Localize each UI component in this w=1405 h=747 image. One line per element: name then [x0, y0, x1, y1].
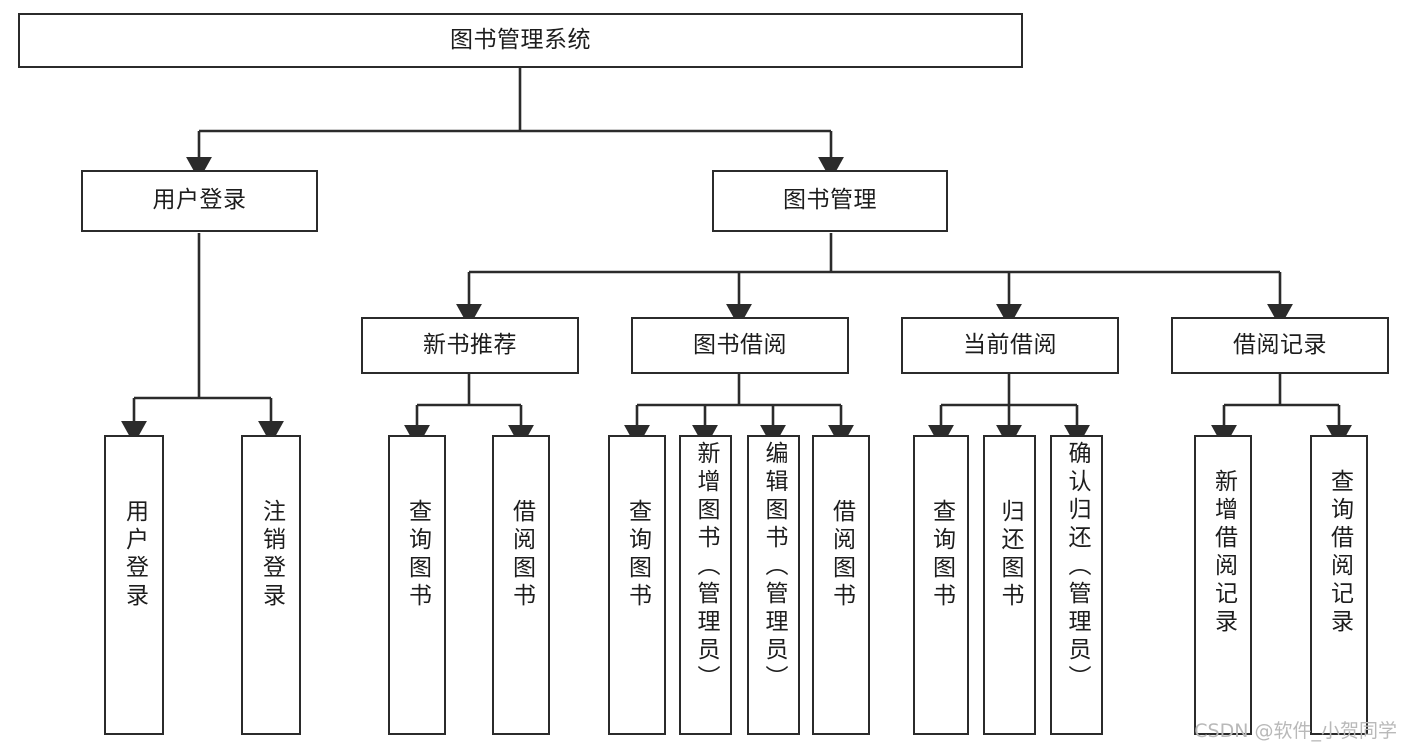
node-leaf-user-login[interactable]: 用户登录	[104, 435, 164, 735]
node-borrow-record[interactable]: 借阅记录	[1171, 317, 1389, 374]
node-leaf-add-book-admin-label: 新增图书（管理员）	[693, 441, 719, 693]
node-book-borrow-label: 图书借阅	[693, 331, 787, 358]
node-book-borrow[interactable]: 图书借阅	[631, 317, 849, 374]
node-leaf-confirm-return-admin-label: 确认归还（管理员）	[1064, 441, 1090, 693]
node-leaf-edit-book-admin[interactable]: 编辑图书（管理员）	[747, 435, 800, 735]
node-leaf-query-borrow-record[interactable]: 查询借阅记录	[1310, 435, 1368, 735]
node-leaf-query-book-recommend-label: 查询图书	[404, 499, 431, 611]
node-current-borrow[interactable]: 当前借阅	[901, 317, 1119, 374]
node-leaf-borrow-book-recommend[interactable]: 借阅图书	[492, 435, 550, 735]
node-new-book-recommend[interactable]: 新书推荐	[361, 317, 579, 374]
node-leaf-borrow-book-recommend-label: 借阅图书	[508, 499, 535, 611]
node-leaf-query-book-borrow-label: 查询图书	[624, 499, 651, 611]
node-borrow-record-label: 借阅记录	[1233, 331, 1327, 358]
node-leaf-query-book-current-label: 查询图书	[928, 499, 955, 611]
node-book-management-label: 图书管理	[783, 187, 877, 214]
node-new-book-recommend-label: 新书推荐	[423, 331, 517, 358]
node-leaf-query-book-recommend[interactable]: 查询图书	[388, 435, 446, 735]
node-leaf-query-book-current[interactable]: 查询图书	[913, 435, 969, 735]
node-leaf-return-book-label: 归还图书	[997, 499, 1023, 611]
node-leaf-add-borrow-record-label: 新增借阅记录	[1210, 469, 1237, 637]
node-leaf-logout-label: 注销登录	[258, 499, 285, 611]
node-leaf-edit-book-admin-label: 编辑图书（管理员）	[761, 441, 787, 693]
node-leaf-user-login-label: 用户登录	[121, 499, 148, 611]
node-user-login-label: 用户登录	[152, 187, 247, 214]
node-leaf-borrow-book-label: 借阅图书	[828, 499, 855, 611]
node-user-login[interactable]: 用户登录	[81, 170, 318, 232]
node-leaf-confirm-return-admin[interactable]: 确认归还（管理员）	[1050, 435, 1103, 735]
node-leaf-borrow-book[interactable]: 借阅图书	[812, 435, 870, 735]
node-leaf-return-book[interactable]: 归还图书	[983, 435, 1036, 735]
node-leaf-query-borrow-record-label: 查询借阅记录	[1326, 469, 1353, 637]
node-root-label: 图书管理系统	[450, 26, 591, 53]
node-current-borrow-label: 当前借阅	[963, 331, 1057, 358]
node-leaf-query-book-borrow[interactable]: 查询图书	[608, 435, 666, 735]
node-root-book-management-system[interactable]: 图书管理系统	[18, 13, 1023, 68]
node-book-management[interactable]: 图书管理	[712, 170, 948, 232]
node-leaf-logout[interactable]: 注销登录	[241, 435, 301, 735]
node-leaf-add-borrow-record[interactable]: 新增借阅记录	[1194, 435, 1252, 735]
node-leaf-add-book-admin[interactable]: 新增图书（管理员）	[679, 435, 732, 735]
